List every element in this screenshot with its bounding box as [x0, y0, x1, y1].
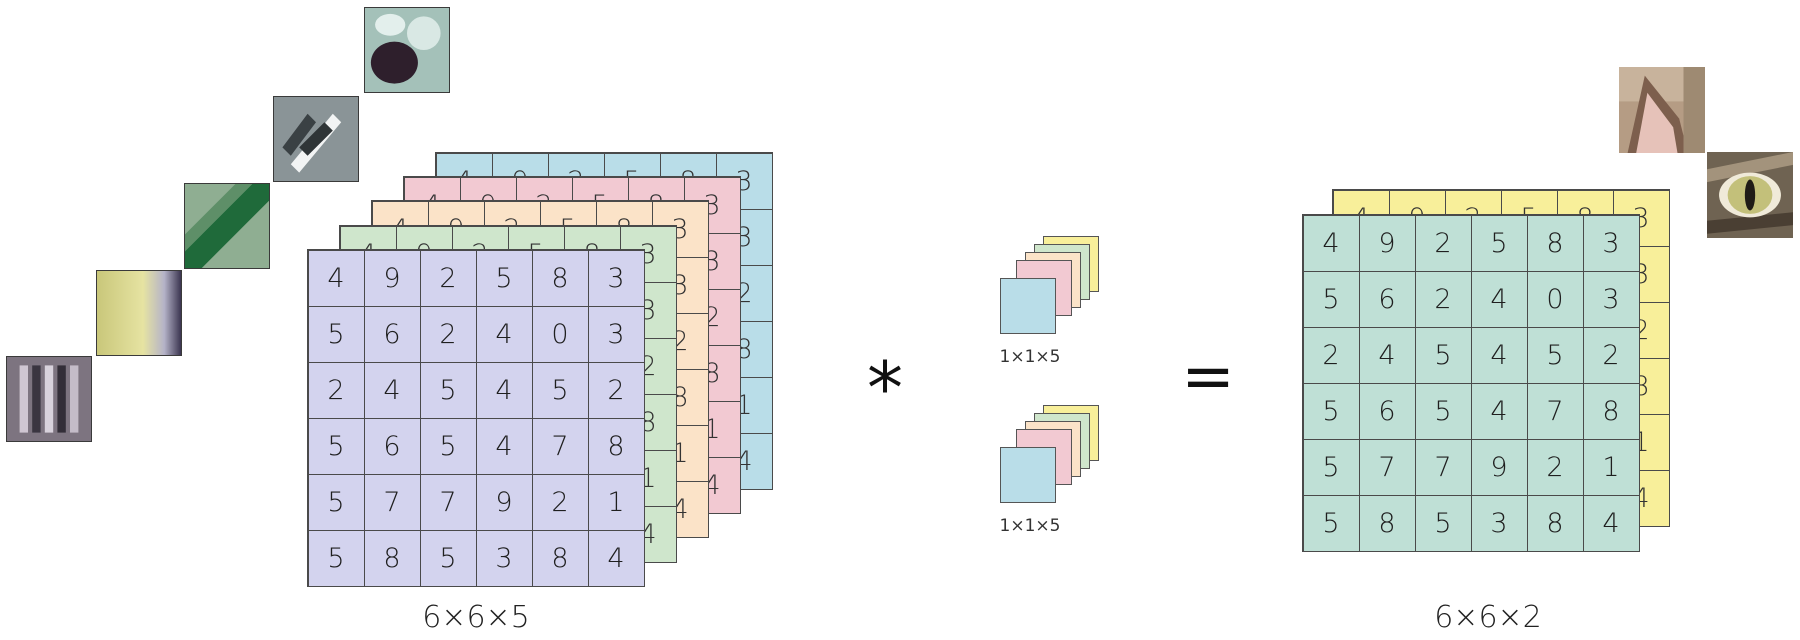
matrix-cell: 2	[587, 361, 645, 419]
matrix-cell: 2	[1414, 270, 1472, 328]
matrix-cell: 3	[1582, 214, 1640, 272]
matrix-cell: 5	[307, 417, 365, 475]
matrix-cell: 2	[419, 305, 477, 363]
filter-1-channel-1	[1000, 278, 1056, 334]
matrix-cell: 5	[307, 529, 365, 587]
matrix-cell: 4	[475, 361, 533, 419]
matrix-cell: 9	[1470, 438, 1528, 496]
feature-thumbnail-yellow-gradient	[96, 270, 182, 356]
matrix-cell: 8	[363, 529, 421, 587]
matrix-cell: 2	[1414, 214, 1472, 272]
matrix-cell: 2	[1302, 326, 1360, 384]
matrix-cell: 3	[475, 529, 533, 587]
matrix-cell: 7	[1358, 438, 1416, 496]
matrix-cell: 2	[419, 249, 477, 307]
filter-1-dimension-label: 1×1×5	[999, 347, 1061, 367]
matrix-cell: 5	[1302, 438, 1360, 496]
matrix-cell: 3	[587, 305, 645, 363]
matrix-cell: 7	[363, 473, 421, 531]
matrix-cell: 4	[475, 305, 533, 363]
matrix-cell: 6	[1358, 382, 1416, 440]
matrix-cell: 5	[419, 361, 477, 419]
cat-eye-thumbnail	[1707, 152, 1793, 238]
matrix-cell: 5	[1302, 382, 1360, 440]
matrix-cell: 8	[1358, 494, 1416, 552]
matrix-cell: 4	[1470, 382, 1528, 440]
convolution-operator: *	[867, 346, 903, 430]
matrix-cell: 5	[419, 529, 477, 587]
matrix-cell: 4	[1302, 214, 1360, 272]
matrix-cell: 2	[1526, 438, 1584, 496]
matrix-cell: 0	[531, 305, 589, 363]
output-dimension-label: 6×6×2	[1434, 600, 1542, 635]
filter-2-dimension-label: 1×1×5	[999, 516, 1061, 536]
matrix-cell: 3	[1582, 270, 1640, 328]
matrix-cell: 8	[531, 529, 589, 587]
feature-thumbnail-green-diagonal	[184, 183, 270, 269]
matrix-cell: 3	[587, 249, 645, 307]
matrix-cell: 6	[363, 417, 421, 475]
feature-thumbnail-diagonal-stripes	[273, 96, 359, 182]
matrix-cell: 9	[363, 249, 421, 307]
matrix-cell: 5	[1414, 494, 1472, 552]
matrix-cell: 0	[1526, 270, 1584, 328]
matrix-cell: 1	[1582, 438, 1640, 496]
matrix-cell: 9	[1358, 214, 1416, 272]
matrix-cell: 8	[1526, 214, 1584, 272]
matrix-cell: 5	[307, 305, 365, 363]
matrix-cell: 5	[419, 417, 477, 475]
matrix-cell: 3	[1470, 494, 1528, 552]
matrix-cell: 5	[531, 361, 589, 419]
matrix-cell: 4	[1470, 270, 1528, 328]
matrix-cell: 4	[1358, 326, 1416, 384]
input-dimension-label: 6×6×5	[422, 600, 530, 635]
matrix-cell: 9	[475, 473, 533, 531]
matrix-cell: 5	[1414, 326, 1472, 384]
matrix-cell: 8	[587, 417, 645, 475]
matrix-cell: 5	[1526, 326, 1584, 384]
matrix-cell: 2	[307, 361, 365, 419]
matrix-cell: 8	[1526, 494, 1584, 552]
matrix-cell: 2	[531, 473, 589, 531]
matrix-cell: 4	[363, 361, 421, 419]
matrix-cell: 1	[587, 473, 645, 531]
equals-operator: =	[1181, 340, 1235, 414]
matrix-cell: 4	[1470, 326, 1528, 384]
matrix-cell: 7	[1526, 382, 1584, 440]
feature-thumbnail-vertical-edges	[6, 356, 92, 442]
matrix-cell: 5	[1302, 270, 1360, 328]
matrix-cell: 4	[307, 249, 365, 307]
filter-2-channel-1	[1000, 447, 1056, 503]
matrix-cell: 5	[475, 249, 533, 307]
feature-thumbnail-blob-pattern	[364, 7, 450, 93]
matrix-cell: 8	[1582, 382, 1640, 440]
matrix-cell: 5	[1470, 214, 1528, 272]
matrix-cell: 4	[1582, 494, 1640, 552]
matrix-cell: 4	[587, 529, 645, 587]
matrix-cell: 6	[1358, 270, 1416, 328]
matrix-cell: 4	[475, 417, 533, 475]
matrix-cell: 8	[531, 249, 589, 307]
matrix-cell: 7	[419, 473, 477, 531]
matrix-cell: 2	[1582, 326, 1640, 384]
matrix-cell: 5	[307, 473, 365, 531]
matrix-cell: 7	[1414, 438, 1472, 496]
matrix-cell: 7	[531, 417, 589, 475]
matrix-cell: 5	[1414, 382, 1472, 440]
matrix-cell: 6	[363, 305, 421, 363]
cat-ear-thumbnail	[1619, 67, 1705, 153]
matrix-cell: 5	[1302, 494, 1360, 552]
